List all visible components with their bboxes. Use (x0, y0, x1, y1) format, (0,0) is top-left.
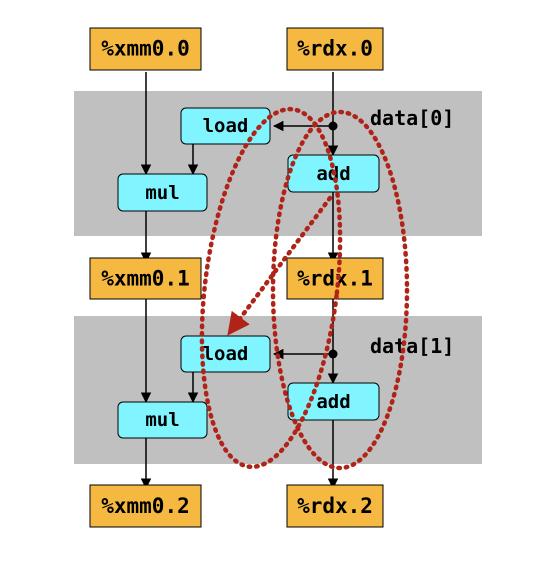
register-rdx-1-label: %rdx.1 (297, 267, 373, 291)
highlight-overlays (199, 106, 410, 471)
op-mul-1-label: mul (145, 409, 179, 431)
op-mul-0: mul (117, 173, 208, 212)
register-xmm0-0: %xmm0.0 (89, 27, 202, 71)
loop-carried-dependency-arrow (227, 195, 333, 336)
op-add-1: add (287, 382, 380, 421)
register-xmm0-2-label: %xmm0.2 (101, 494, 190, 518)
load-mul-chain-ellipse (270, 109, 410, 471)
register-rdx-2: %rdx.2 (286, 484, 384, 528)
op-mul-1: mul (117, 401, 208, 439)
critical-path-loop-ellipse (199, 106, 343, 470)
band-label-data-1: data[1] (370, 334, 454, 358)
branch-dot-1 (328, 349, 338, 359)
op-mul-0-label: mul (145, 182, 179, 204)
op-load-0: load (180, 107, 271, 145)
op-load-1-label: load (203, 343, 249, 365)
register-rdx-0: %rdx.0 (286, 27, 384, 71)
register-xmm0-0-label: %xmm0.0 (101, 37, 190, 61)
op-add-1-label: add (316, 391, 350, 413)
connectors (140, 72, 339, 490)
register-xmm0-2: %xmm0.2 (89, 484, 202, 528)
band-label-data-0: data[0] (370, 106, 454, 130)
register-rdx-2-label: %rdx.2 (297, 494, 373, 518)
register-rdx-0-label: %rdx.0 (297, 37, 373, 61)
register-xmm0-1: %xmm0.1 (89, 257, 202, 300)
register-xmm0-1-label: %xmm0.1 (101, 267, 190, 291)
op-load-1: load (180, 335, 271, 373)
op-load-0-label: load (203, 115, 249, 137)
branch-dot-0 (328, 121, 338, 131)
